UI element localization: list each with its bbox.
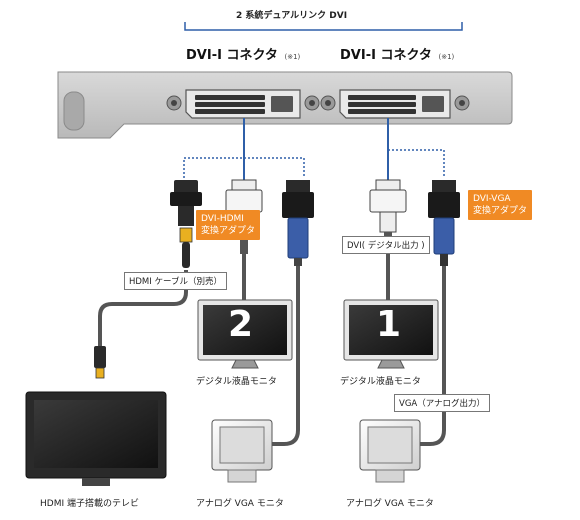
dvi-hdmi-adapter-line1: DVI-HDMI	[201, 214, 244, 224]
dvi-vga-adapter-label: DVI-VGA 変換アダプタ	[468, 190, 533, 220]
hdmi-cable-label: HDMI ケーブル（別売）	[124, 272, 227, 290]
dvi-hdmi-adapter-line2: 変換アダプタ	[201, 226, 256, 236]
dvi-vga-adapter	[428, 180, 460, 266]
connector-note-right: (※1)	[438, 53, 455, 61]
tv	[25, 391, 167, 486]
connector-title-right: DVI-I コネクタ (※1)	[340, 44, 454, 63]
monitor-2-number: 2	[228, 304, 254, 345]
cables	[98, 252, 446, 446]
dvi-port-right	[320, 89, 470, 119]
dvi-port-left	[166, 89, 320, 119]
analog-left-caption: アナログ VGA モニタ	[196, 499, 284, 509]
dvi-vga-adapter-line2: 変換アダプタ	[473, 206, 528, 216]
port-link-lines	[183, 118, 445, 182]
connector-title-right-text: DVI-I コネクタ	[340, 48, 432, 63]
vga-connector-left	[282, 180, 314, 266]
monitor-1-caption: デジタル液晶モニタ	[340, 377, 421, 387]
dvi-hdmi-adapter	[170, 180, 202, 268]
header-label: 2 系統デュアルリンク DVI	[236, 11, 348, 21]
lcd-monitor-1	[343, 299, 439, 369]
tv-caption: HDMI 端子搭載のテレビ	[40, 499, 139, 509]
monitor-2-caption: デジタル液晶モニタ	[196, 377, 277, 387]
monitor-1-number: 1	[376, 304, 402, 345]
dvi-hdmi-adapter-label: DVI-HDMI 変換アダプタ	[196, 210, 261, 240]
crt-monitor-right	[359, 419, 421, 483]
hdmi-plug-tv	[94, 346, 106, 379]
dvi-connector-right	[369, 179, 407, 254]
analog-right-caption: アナログ VGA モニタ	[346, 499, 434, 509]
vga-analog-label: VGA（アナログ出力）	[394, 394, 491, 412]
connector-title-left-text: DVI-I コネクタ	[186, 48, 278, 63]
header-bracket	[184, 22, 463, 31]
crt-monitor-left	[211, 419, 273, 483]
lcd-monitor-2	[197, 299, 293, 369]
dvi-vga-adapter-line1: DVI-VGA	[473, 194, 511, 204]
connector-title-left: DVI-I コネクタ (※1)	[186, 44, 300, 63]
connector-note-left: (※1)	[284, 53, 301, 61]
dvi-digital-label: DVI( デジタル出力 )	[342, 236, 430, 254]
